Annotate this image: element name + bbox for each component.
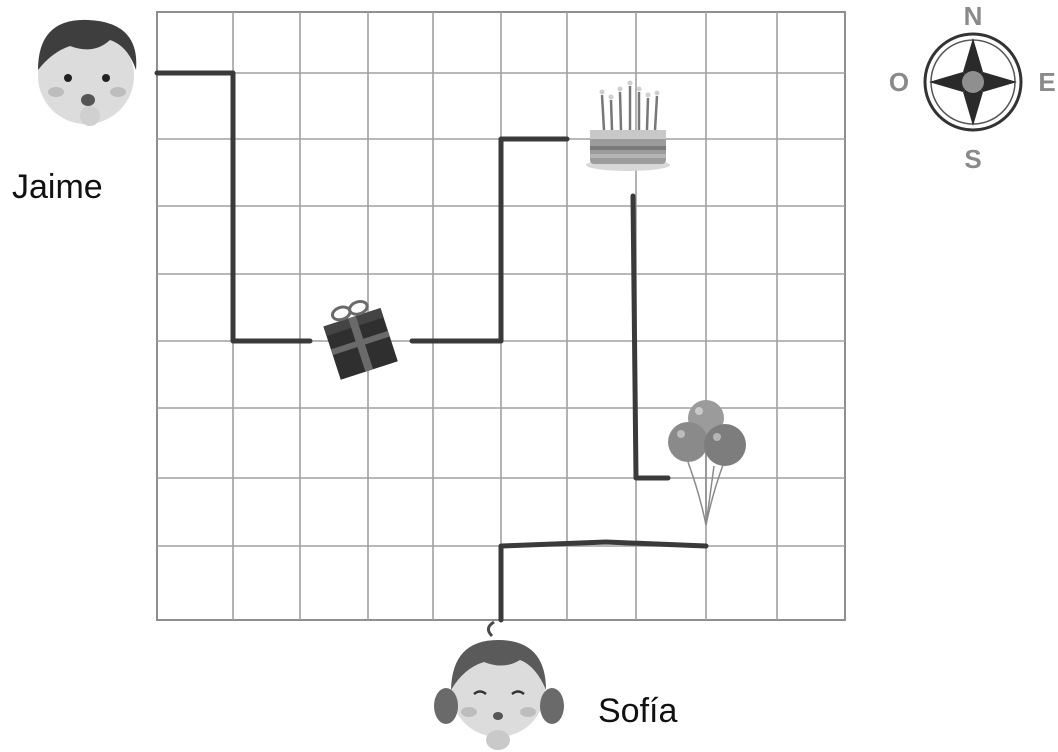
compass-west-label: O — [889, 67, 909, 97]
jaime-name-label: Jaime — [12, 168, 103, 207]
sofia-name-label: Sofía — [598, 692, 677, 731]
compass-east-label: E — [1038, 67, 1055, 97]
compass-rose-icon: N S O E — [889, 1, 1056, 174]
jaime-avatar — [38, 20, 136, 126]
compass-north-label: N — [964, 1, 983, 31]
compass-south-label: S — [964, 144, 981, 174]
sofia-avatar — [434, 622, 564, 750]
